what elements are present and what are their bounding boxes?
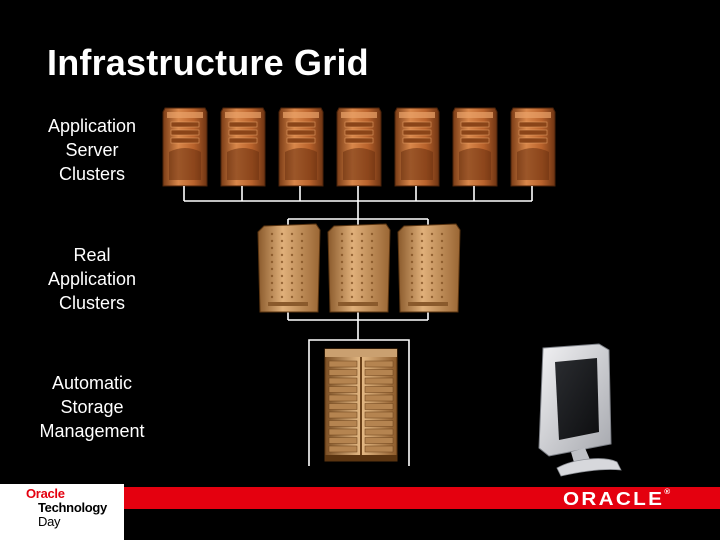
rac-cluster — [257, 223, 461, 313]
storage-drive-bay — [328, 411, 358, 419]
slide-title: Infrastructure Grid — [47, 42, 369, 83]
storage-drive-bay — [328, 428, 358, 436]
storage-drive-bay — [328, 394, 358, 402]
connector-lines — [183, 186, 533, 466]
app-server-icon — [220, 107, 266, 187]
app-server-icon — [278, 107, 324, 187]
app-server-icon — [336, 107, 382, 187]
storage-drive-bay — [364, 445, 394, 453]
oracle-logo: ORACLE® — [563, 489, 670, 510]
tier-label-rac: Real Application Clusters — [47, 245, 137, 313]
storage-drive-bay — [364, 428, 394, 436]
event-logo-line2: Technology — [38, 500, 107, 515]
app-server-icon — [510, 107, 556, 187]
rac-server-icon — [397, 223, 461, 313]
storage-drive-bay — [364, 403, 394, 410]
event-logo-line1: Oracle — [26, 486, 65, 501]
storage-drive-bay — [364, 437, 394, 444]
app-server-icon — [452, 107, 498, 187]
rac-server-icon — [257, 223, 321, 313]
storage-drive-bay — [328, 369, 358, 376]
registered-mark: ® — [664, 489, 671, 496]
event-logo-box — [0, 484, 124, 540]
storage-drive-bay — [328, 445, 358, 453]
storage-drive-bay — [364, 360, 394, 368]
storage-drive-bay — [364, 386, 394, 393]
storage-drive-bay — [364, 420, 394, 427]
storage-drive-bay — [364, 411, 394, 419]
storage-drive-bay — [328, 403, 358, 410]
storage-drive-bay — [364, 394, 394, 402]
event-logo-line3: Day — [38, 514, 61, 529]
storage-drive-bay — [328, 420, 358, 427]
tier-label-app-server: Application Server Clusters — [47, 116, 137, 184]
storage-array — [324, 348, 398, 462]
storage-drive-bay — [328, 360, 358, 368]
storage-drive-bay — [364, 369, 394, 376]
app-server-icon — [394, 107, 440, 187]
storage-drive-bay — [328, 437, 358, 444]
rac-server-icon — [327, 223, 391, 313]
app-server-icon — [162, 107, 208, 187]
footer-red-bar — [0, 487, 720, 509]
storage-drive-bay — [364, 377, 394, 385]
oracle-logo-text: ORACLE — [563, 489, 665, 509]
storage-drive-bay — [328, 377, 358, 385]
storage-drive-bay — [328, 386, 358, 393]
app-server-cluster — [162, 107, 556, 187]
management-monitor-icon — [538, 343, 622, 477]
tier-label-asm: Automatic Storage Management — [39, 373, 145, 441]
